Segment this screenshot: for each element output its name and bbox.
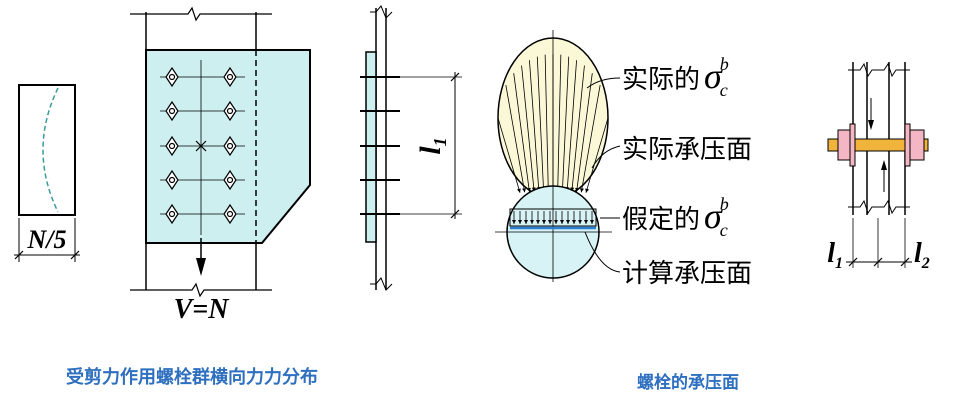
- stress-ray: [544, 54, 551, 191]
- bolt-center: [168, 142, 176, 150]
- bolt-center: [226, 73, 234, 81]
- stress-ray: [536, 56, 546, 191]
- stress-ray: [513, 73, 531, 193]
- bolt-section-panel: l1 l2: [827, 62, 930, 272]
- label-actual-surface: 实际承压面: [622, 135, 752, 165]
- bolt-group-panel: V=N: [130, 6, 311, 325]
- top-break-line: [130, 6, 272, 22]
- stress-ray: [580, 84, 601, 193]
- uniform-stress-arrows: [512, 211, 594, 224]
- stress-ray: [505, 84, 526, 193]
- label-l2-bolt: l2: [914, 238, 930, 272]
- washer-right: [904, 123, 911, 167]
- side-bolt-lines: [360, 76, 400, 215]
- label-v-equals-n: V=N: [174, 294, 231, 325]
- caption-right: 螺栓的承压面: [637, 372, 739, 393]
- washer-left: [849, 123, 856, 167]
- stress-ray: [521, 65, 536, 192]
- side-plate-outline: [18, 84, 76, 216]
- bolt-center: [226, 107, 234, 115]
- bolt-center: [226, 176, 234, 184]
- shear-curve: [42, 87, 59, 213]
- bottom-break-line: [130, 282, 272, 298]
- label-n5: N/5: [27, 225, 67, 254]
- stress-ray: [560, 56, 570, 191]
- label-l1-plate: l1: [414, 137, 450, 154]
- label-l1-bolt: l1: [827, 238, 843, 272]
- stress-ray: [575, 73, 593, 193]
- assumed-stress-block: [509, 208, 597, 227]
- bolt-symbols: [165, 66, 237, 225]
- stress-ray: [529, 60, 541, 192]
- side-view-panel: l1: [360, 5, 462, 291]
- bolt-center: [168, 210, 176, 218]
- stress-ray: [555, 54, 562, 191]
- label-calc-surface: 计算承压面: [622, 259, 752, 289]
- bolt-center: [168, 73, 176, 81]
- stress-rays: [497, 54, 609, 193]
- shear-distribution-panel: N/5: [14, 84, 80, 262]
- bolt-nut: [909, 129, 925, 161]
- stress-ray: [497, 117, 521, 193]
- stress-ray: [570, 65, 585, 192]
- bolt-center: [226, 210, 234, 218]
- bolt-head: [837, 129, 851, 161]
- bolt-center: [226, 142, 234, 150]
- stress-ray: [565, 60, 577, 192]
- bolt-center: [168, 176, 176, 184]
- bolt-center: [168, 107, 176, 115]
- caption-left: 受剪力作用螺栓群横向力力分布: [66, 366, 318, 388]
- stress-ray: [585, 117, 609, 193]
